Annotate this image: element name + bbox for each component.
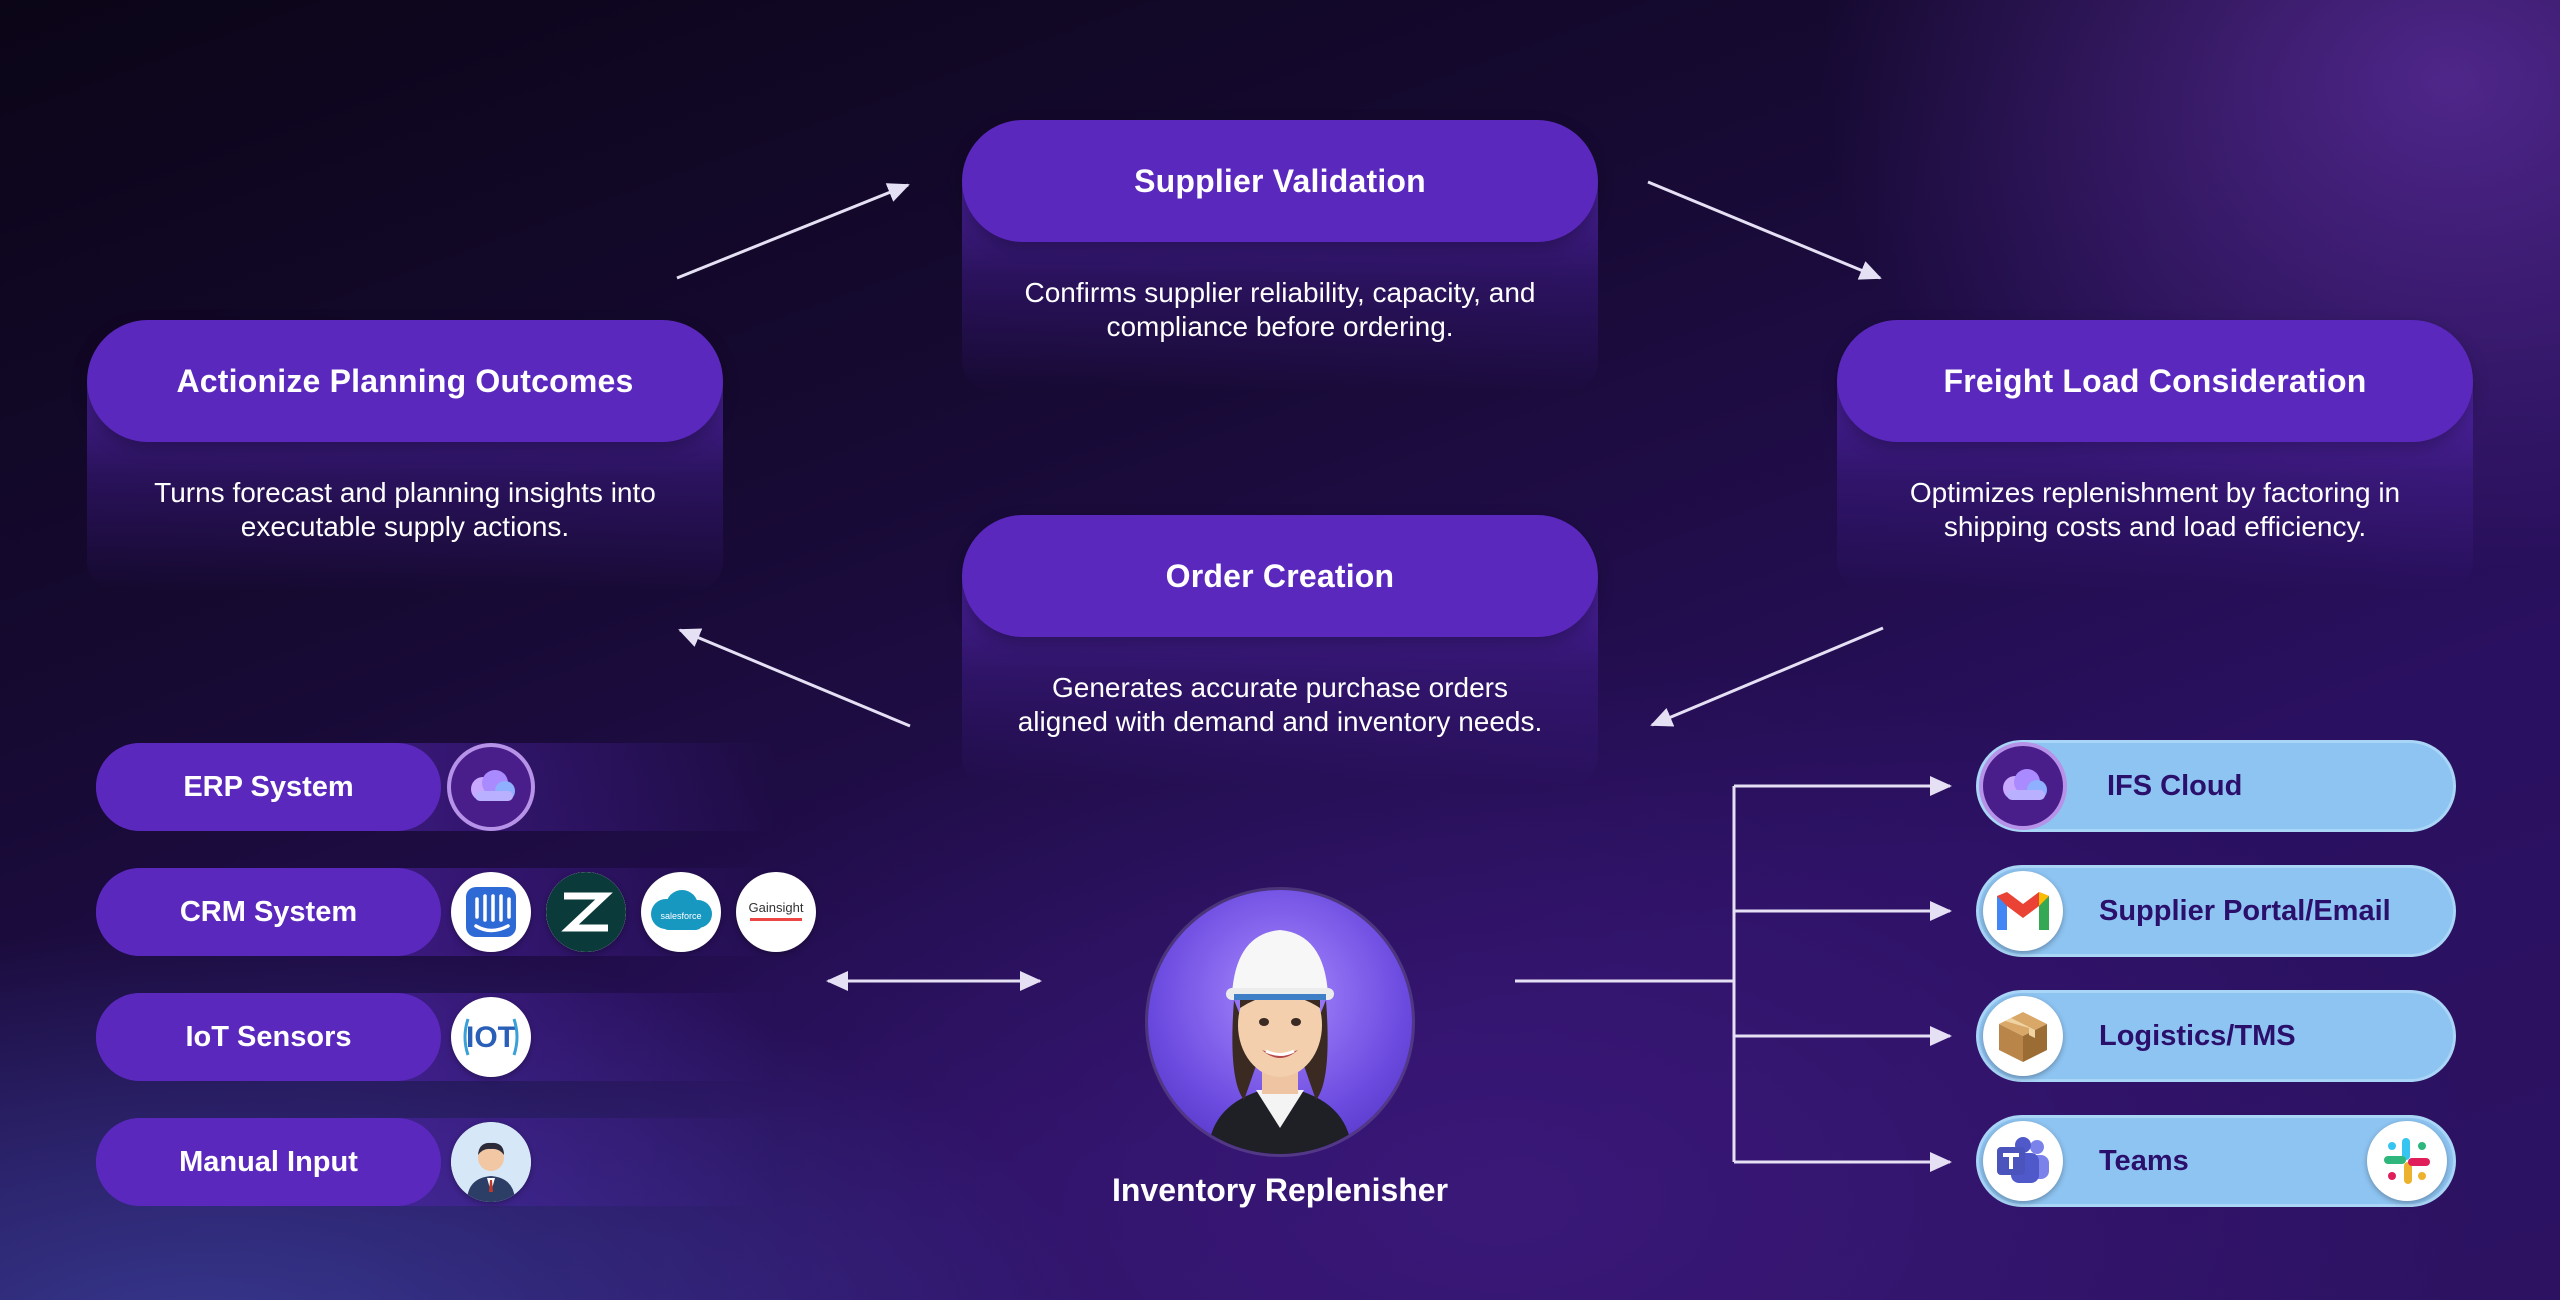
dest-teams: Teams	[1976, 1115, 2456, 1207]
card-actionize-planning: Actionize Planning Outcomes Turns foreca…	[87, 320, 723, 591]
dest-logistics: Logistics/TMS	[1976, 990, 2456, 1082]
teams-icon	[1983, 1121, 2063, 1201]
intercom-icon	[451, 872, 531, 952]
source-label: ERP System	[96, 743, 441, 831]
svg-text:salesforce: salesforce	[660, 911, 701, 921]
person-icon	[451, 1122, 531, 1202]
dest-label: Supplier Portal/Email	[2099, 894, 2391, 927]
dest-label: Logistics/TMS	[2099, 1019, 2296, 1052]
svg-text:Gainsight: Gainsight	[749, 900, 804, 915]
persona-avatar	[1148, 890, 1412, 1154]
card-freight-load: Freight Load Consideration Optimizes rep…	[1837, 320, 2473, 591]
gmail-icon	[1983, 871, 2063, 951]
persona-label: Inventory Replenisher	[1111, 1172, 1449, 1208]
salesforce-icon: salesforce	[641, 872, 721, 952]
arrow-freight-to-order	[1650, 626, 1884, 727]
card-supplier-validation: Supplier Validation Confirms supplier re…	[962, 120, 1598, 391]
gainsight-icon: Gainsight	[736, 872, 816, 952]
zendesk-icon	[546, 872, 626, 952]
card-title: Actionize Planning Outcomes	[87, 320, 723, 442]
card-order-creation: Order Creation Generates accurate purcha…	[962, 515, 1598, 786]
source-iot: IoT Sensors IOT	[96, 989, 776, 1085]
source-label: CRM System	[96, 868, 441, 956]
arrow-supplier-to-freight	[1647, 180, 1882, 280]
source-crm: CRM System salesforce Gainsight	[96, 864, 816, 960]
arrow-actionize-to-supplier	[676, 183, 910, 280]
dest-label: IFS Cloud	[2107, 769, 2243, 802]
card-title: Freight Load Consideration	[1837, 320, 2473, 442]
source-label: Manual Input	[96, 1118, 441, 1206]
arrow-order-to-actionize	[678, 628, 911, 728]
cloud-icon	[1983, 746, 2063, 826]
cloud-icon	[451, 747, 531, 827]
slack-icon	[2367, 1121, 2447, 1201]
source-erp: ERP System	[96, 739, 776, 835]
dest-ifs-cloud: IFS Cloud	[1976, 740, 2456, 832]
source-manual: Manual Input	[96, 1114, 776, 1210]
package-icon	[1983, 996, 2063, 1076]
card-title: Order Creation	[962, 515, 1598, 637]
dest-label: Teams	[2099, 1144, 2189, 1177]
dest-supplier-portal: Supplier Portal/Email	[1976, 865, 2456, 957]
card-title: Supplier Validation	[962, 120, 1598, 242]
source-label: IoT Sensors	[96, 993, 441, 1081]
iot-icon: IOT	[451, 997, 531, 1077]
svg-text:IOT: IOT	[466, 1021, 516, 1054]
